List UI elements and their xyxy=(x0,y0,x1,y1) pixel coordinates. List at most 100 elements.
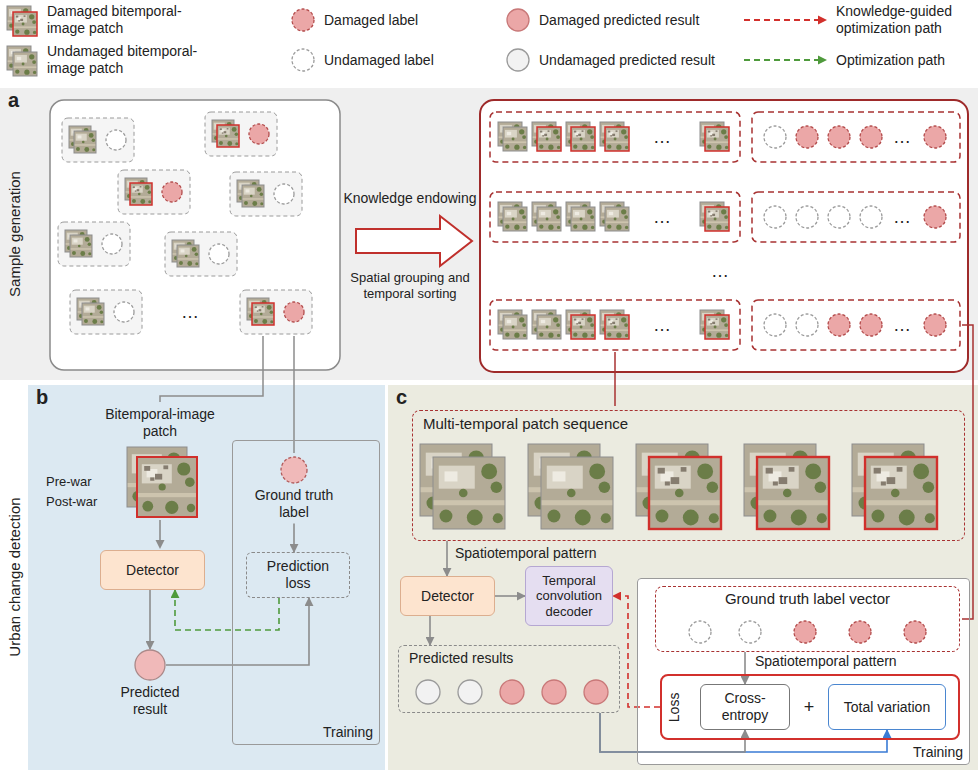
damaged-image xyxy=(227,141,232,146)
satellite-image xyxy=(257,187,262,192)
damaged-image xyxy=(707,333,711,337)
satellite-image xyxy=(433,457,505,529)
satellite-image xyxy=(573,210,585,218)
result-circle xyxy=(507,49,529,71)
damaged-image xyxy=(571,315,595,339)
satellite-image xyxy=(80,251,85,256)
satellite-image xyxy=(74,131,96,153)
label-circle: Ground truth label xyxy=(280,456,308,484)
damaged-image xyxy=(705,127,729,151)
damaged-image xyxy=(707,318,719,326)
damaged-image xyxy=(716,130,718,132)
damaged-image xyxy=(724,215,728,219)
satellite-image xyxy=(503,315,527,339)
legend-label: Damaged label xyxy=(324,12,484,29)
satellite-image xyxy=(556,215,560,219)
decoder-box: Temporal convolution decoder xyxy=(525,566,613,626)
arrow-head xyxy=(156,540,165,549)
damaged-image xyxy=(705,315,729,339)
satellite-image xyxy=(82,141,85,144)
damaged-image xyxy=(655,466,691,489)
damaged-image xyxy=(881,481,886,485)
damaged-image xyxy=(574,131,576,133)
satellite-image xyxy=(571,221,595,223)
satellite-image xyxy=(514,225,519,230)
satellite-image xyxy=(539,333,543,337)
satellite-image xyxy=(607,210,619,218)
satellite-image xyxy=(537,315,561,339)
flow-connector xyxy=(495,595,525,597)
damaged-image xyxy=(708,319,710,321)
text-holder: Ground truth label vector xyxy=(656,590,959,608)
node-label: Training xyxy=(323,724,373,741)
satellite-image xyxy=(97,305,102,310)
damaged-image xyxy=(712,322,715,324)
loss-box: Prediction loss xyxy=(246,552,350,598)
satellite-image xyxy=(179,248,190,255)
damaged-image xyxy=(605,127,629,151)
damaged-image xyxy=(871,466,907,489)
satellite-image xyxy=(32,60,36,64)
satellite-image xyxy=(590,215,594,219)
damaged-image xyxy=(571,127,595,151)
hollow-arrow xyxy=(356,216,472,266)
satellite-image xyxy=(553,209,558,214)
damaged-image xyxy=(725,334,728,337)
satellite-image xyxy=(89,133,94,138)
damaged-image xyxy=(219,128,230,135)
satellite-image xyxy=(503,221,527,223)
text-holder: Cross-entropy xyxy=(701,690,789,724)
bitemporal-patch xyxy=(700,202,729,231)
bitemporal-patch xyxy=(77,298,104,325)
legend-entry: Optimization path xyxy=(742,42,968,78)
damaged-image xyxy=(252,303,274,325)
satellite-image xyxy=(523,334,526,337)
bitemporal-patch xyxy=(700,310,729,339)
damaged-image xyxy=(587,129,592,134)
damaged-image xyxy=(710,323,712,324)
satellite-image xyxy=(84,319,88,323)
damaged-image xyxy=(616,130,618,132)
satellite-image xyxy=(519,209,524,214)
damaged-image xyxy=(144,466,150,471)
damaged-image xyxy=(580,326,583,329)
damaged-image xyxy=(897,467,903,472)
damaged-image xyxy=(235,132,239,136)
legend-swatch xyxy=(5,43,39,77)
label-circle xyxy=(828,206,850,228)
result-circle xyxy=(458,680,482,704)
sequence-row xyxy=(490,192,740,242)
damaged-image xyxy=(605,141,629,143)
satellite-image xyxy=(573,225,577,229)
damaged-image xyxy=(32,20,36,24)
damaged-image xyxy=(259,309,262,311)
node-label: Cross-entropy xyxy=(701,690,789,724)
satellite-image xyxy=(195,252,199,256)
damaged-image xyxy=(135,190,137,191)
legend-swatch xyxy=(505,43,531,77)
satellite-image xyxy=(192,247,197,252)
satellite-image xyxy=(84,306,95,313)
damaged-image xyxy=(20,19,23,21)
legend-entry: Damaged label xyxy=(290,2,484,38)
damaged-image xyxy=(185,477,195,487)
satellite-image xyxy=(242,185,264,207)
satellite-image xyxy=(616,225,621,230)
damaged-image xyxy=(817,513,827,523)
damaged-image xyxy=(573,145,577,149)
bitemporal-patch xyxy=(636,444,721,529)
bitemporal-patch xyxy=(237,180,264,207)
legend-swatch xyxy=(742,13,828,27)
damaged-image xyxy=(887,477,896,484)
satellite-image xyxy=(13,66,37,68)
damaged-image xyxy=(580,138,583,141)
bitemporal-patch xyxy=(127,447,197,517)
damaged-image xyxy=(15,30,19,34)
damaged-image xyxy=(716,333,721,338)
sequence-row xyxy=(490,192,960,242)
damaged-image xyxy=(607,145,611,149)
sample xyxy=(240,290,312,334)
bitemporal-patch xyxy=(532,310,561,339)
damaged-image xyxy=(571,127,595,151)
sample xyxy=(70,290,142,334)
